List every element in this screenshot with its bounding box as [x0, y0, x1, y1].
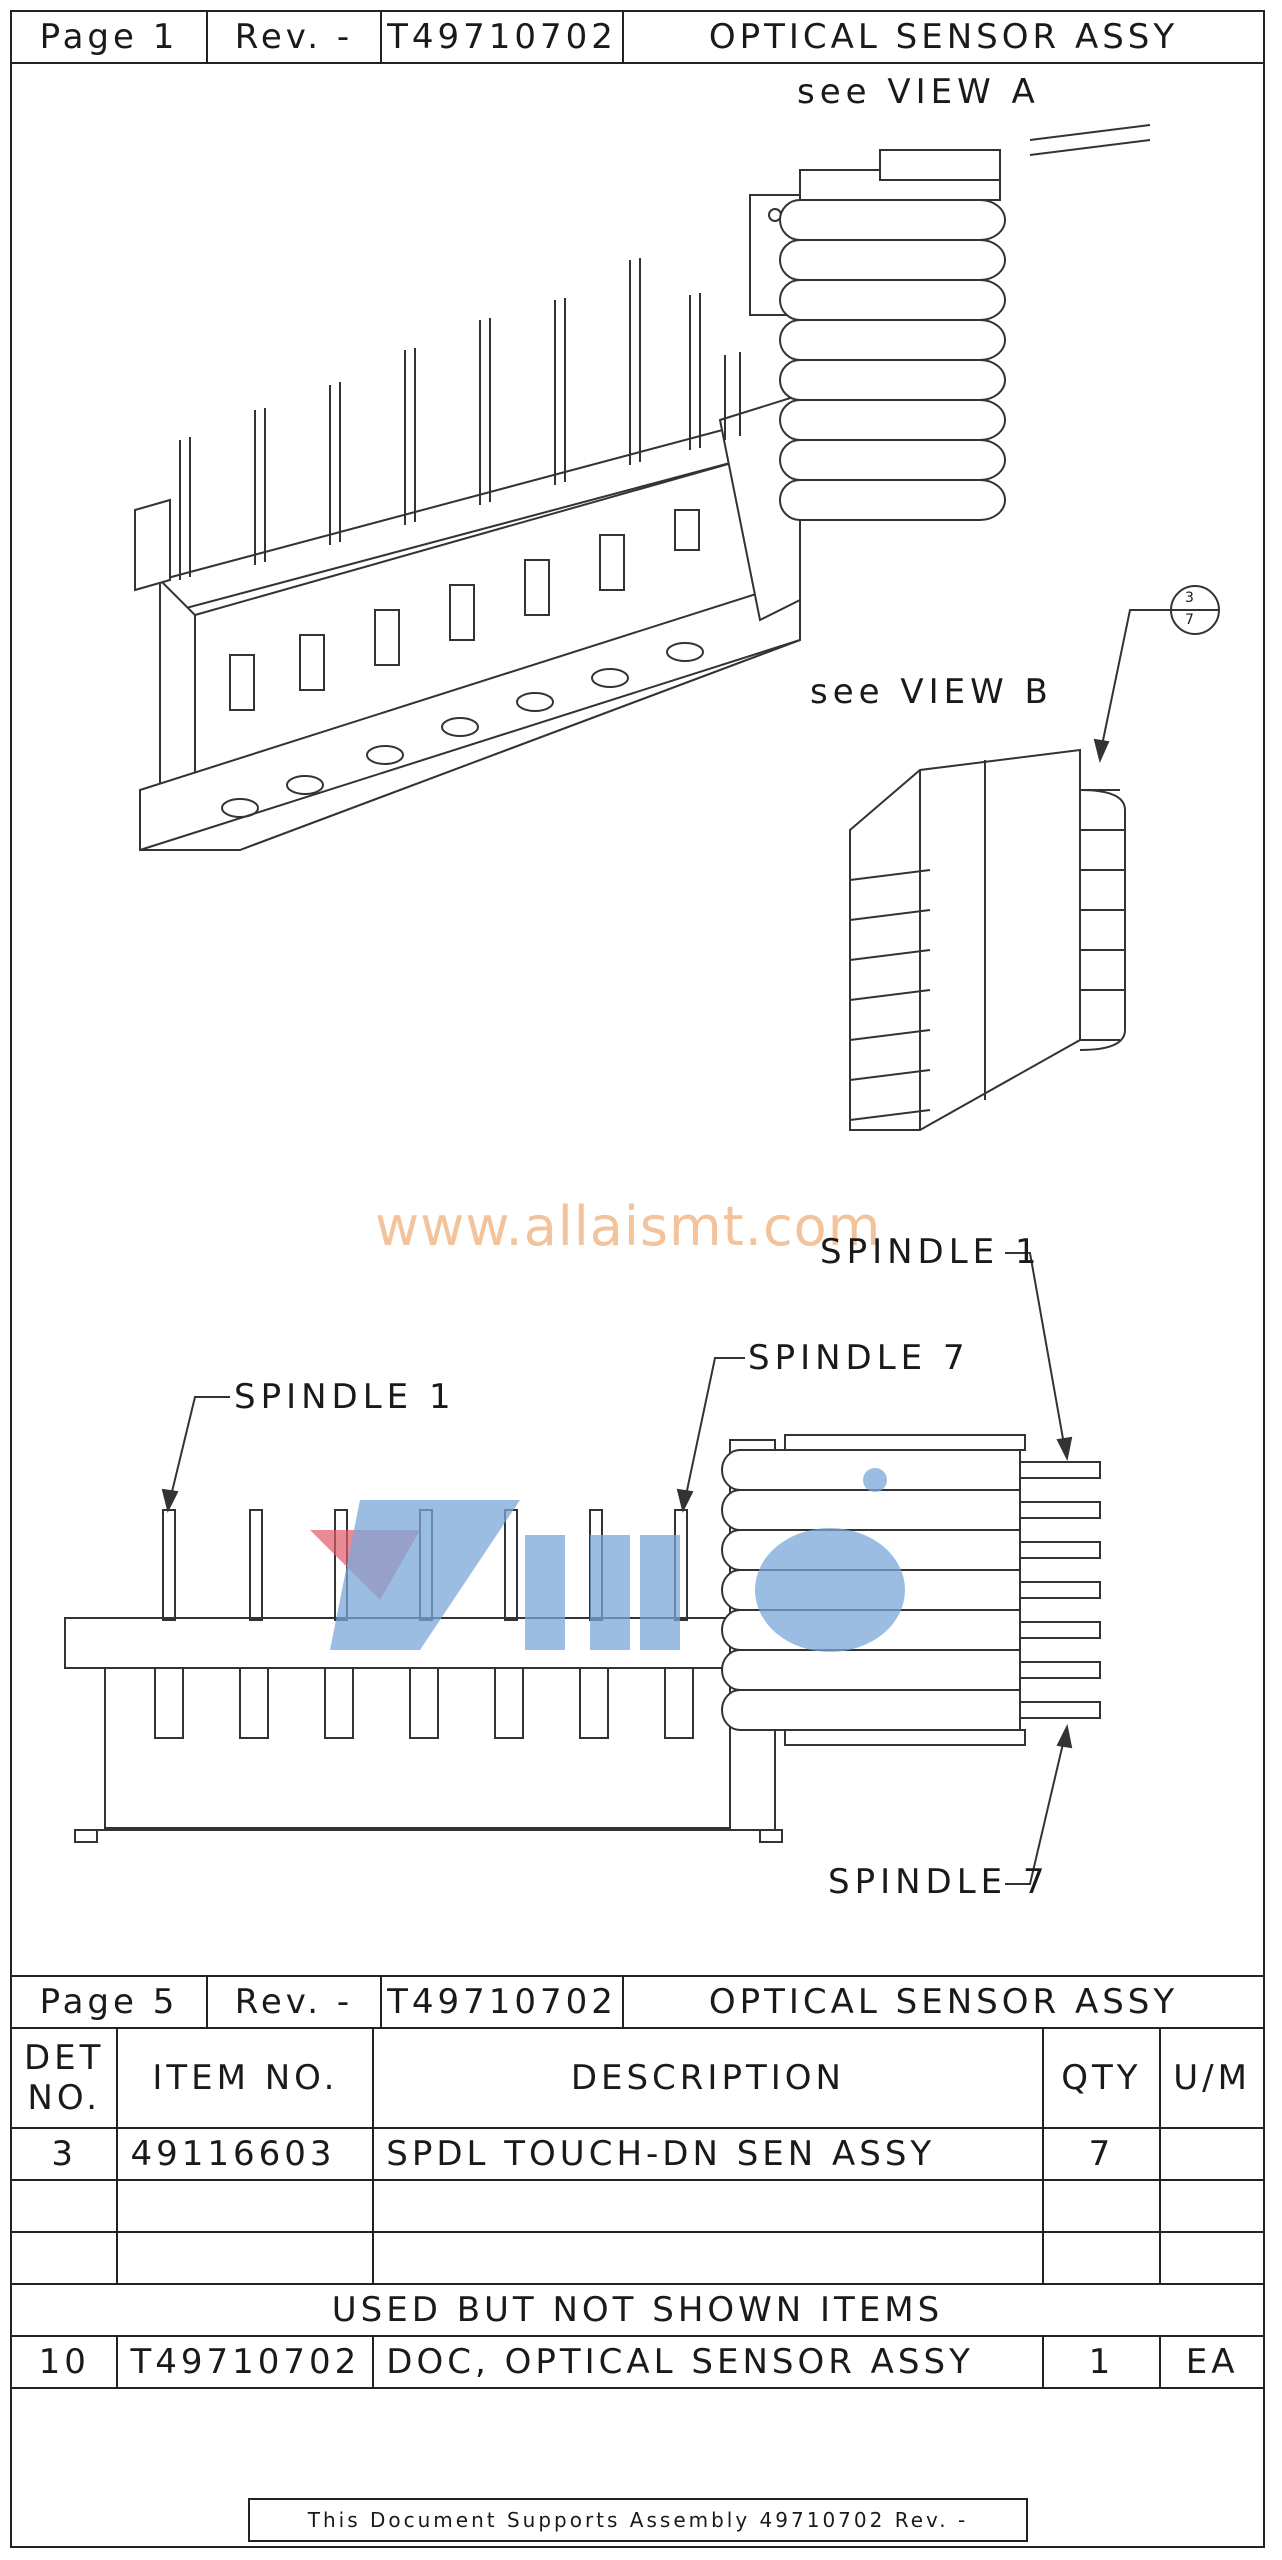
row-det: 3	[9, 2127, 119, 2181]
bom-header-row: DET NO. ITEM NO. DESCRIPTION QTY U/M	[9, 2027, 1265, 2129]
row-um	[1159, 2179, 1265, 2233]
row-qty: 7	[1041, 2127, 1162, 2181]
bill-of-materials: DET NO. ITEM NO. DESCRIPTION QTY U/M 3 4…	[9, 2027, 1265, 2389]
row-qty	[1041, 2179, 1162, 2233]
row-det	[9, 2179, 119, 2233]
row-qty	[1041, 2231, 1162, 2285]
row-description: DOC, OPTICAL SENSOR ASSY	[372, 2335, 1044, 2389]
balloon-leader	[1093, 585, 1220, 764]
title-block-bottom: Page 5 Rev. - T49710702 OPTICAL SENSOR A…	[10, 1975, 1265, 2029]
section-label: USED BUT NOT SHOWN ITEMS	[10, 2283, 1265, 2337]
row-qty: 1	[1041, 2335, 1162, 2389]
document-number: T49710702	[382, 1977, 624, 2027]
row-um	[1159, 2231, 1265, 2285]
document-number: T49710702	[382, 12, 624, 62]
iso-pins	[179, 258, 741, 580]
table-row	[9, 2179, 1265, 2233]
assembly-drawing	[64, 124, 1220, 1885]
page-number: Page 1	[12, 12, 208, 62]
side-view-frame	[64, 1617, 783, 1843]
footer-note: This Document Supports Assembly 49710702…	[248, 2498, 1028, 2542]
row-item	[116, 2179, 375, 2233]
row-det: 10	[9, 2335, 119, 2389]
row-item: 49116603	[116, 2127, 375, 2181]
row-description	[372, 2231, 1044, 2285]
table-row: 3 49116603 SPDL TOUCH-DN SEN ASSY 7	[9, 2127, 1265, 2181]
table-row: 10 T49710702 DOC, OPTICAL SENSOR ASSY 1 …	[9, 2335, 1265, 2389]
title-block-top: Page 1 Rev. - T49710702 OPTICAL SENSOR A…	[10, 10, 1265, 64]
header-um: U/M	[1159, 2027, 1265, 2129]
view-b-sensor-stack	[849, 748, 1126, 1131]
row-description: SPDL TOUCH-DN SEN ASSY	[372, 2127, 1044, 2181]
row-det	[9, 2231, 119, 2285]
table-row	[9, 2231, 1265, 2285]
balloon-quantity: 7	[1185, 612, 1194, 628]
view-b-label: see VIEW B	[810, 672, 1053, 712]
row-description	[372, 2179, 1044, 2233]
row-item: T49710702	[116, 2335, 375, 2389]
header-det-no: DET NO.	[9, 2027, 119, 2129]
row-um: EA	[1159, 2335, 1265, 2389]
row-item	[116, 2231, 375, 2285]
spindle-7-label-top: SPINDLE 7	[748, 1338, 970, 1378]
section-row: USED BUT NOT SHOWN ITEMS	[10, 2283, 1265, 2337]
watermark-url: www.allaismt.com	[375, 1195, 882, 1258]
header-description: DESCRIPTION	[372, 2027, 1044, 2129]
revision: Rev. -	[208, 12, 382, 62]
spindle-1-label-right: SPINDLE 1	[820, 1232, 1042, 1272]
document-title: OPTICAL SENSOR ASSY	[708, 1982, 1179, 2022]
iso-frame	[134, 393, 801, 851]
row-um	[1159, 2127, 1265, 2181]
iso-holes	[221, 509, 704, 818]
revision: Rev. -	[208, 1977, 382, 2027]
view-a-label: see VIEW A	[797, 72, 1040, 112]
balloon-item-number: 3	[1185, 590, 1194, 606]
logo-watermark	[310, 1468, 905, 1652]
page-number: Page 5	[12, 1977, 208, 2027]
view-a-sensor-stack	[749, 124, 1151, 521]
spindle-1-label-left: SPINDLE 1	[234, 1377, 456, 1417]
document-title: OPTICAL SENSOR ASSY	[708, 17, 1179, 57]
spindle-leaders	[161, 1252, 1073, 1885]
header-item-no: ITEM NO.	[116, 2027, 375, 2129]
spindle-7-label-bottom: SPINDLE 7	[828, 1862, 1050, 1902]
header-qty: QTY	[1041, 2027, 1162, 2129]
